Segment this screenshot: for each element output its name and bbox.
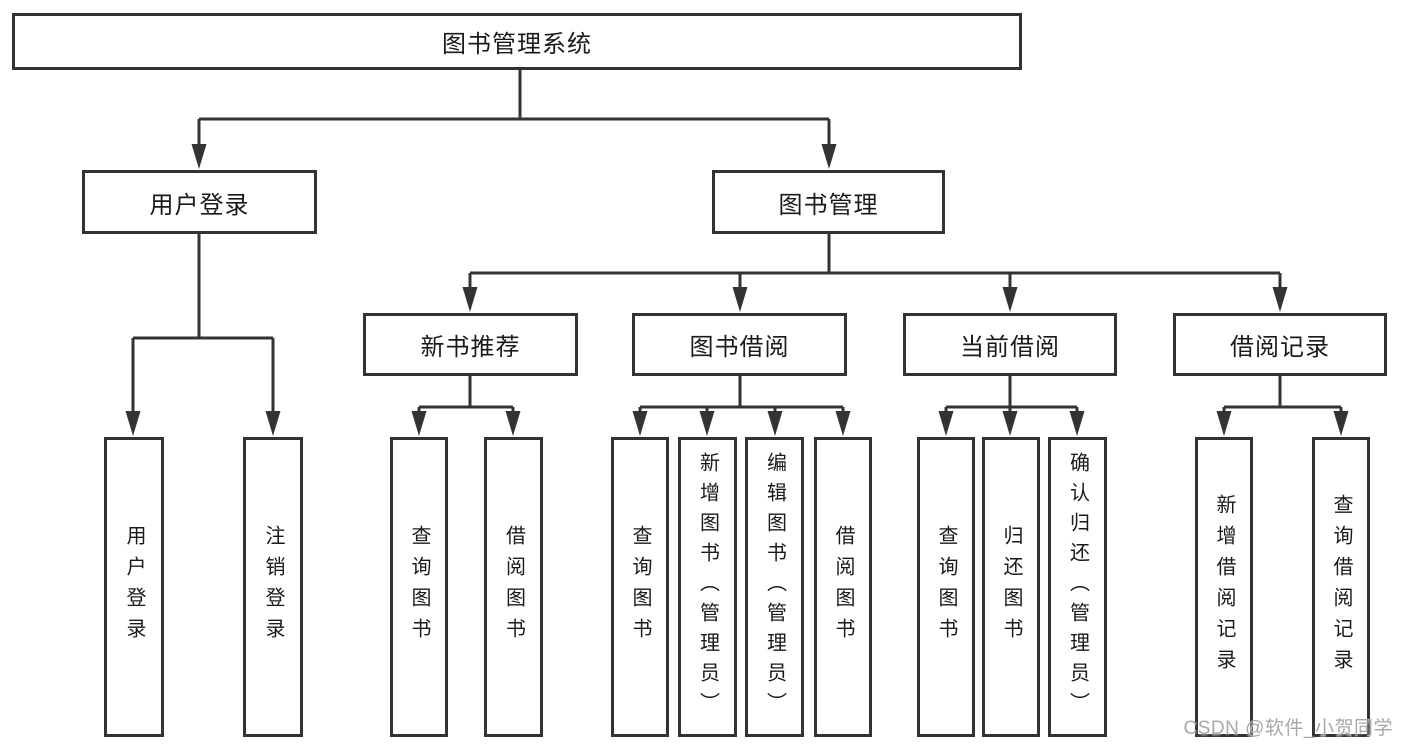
node-new-book-recommend: 新书推荐 [363,313,578,376]
leaf-logout-login: 注销登录 [243,437,303,737]
watermark: CSDN @软件_小贺同学 [1183,718,1393,739]
connector-borrow-records-children [1216,376,1349,436]
connector-current-borrow-children [938,376,1085,436]
leaf-label: 归还图书 [1000,525,1022,649]
leaf-label: 借阅图书 [832,525,854,649]
leaf-query-books-borrow: 查询图书 [611,437,669,737]
node-label: 新书推荐 [420,334,521,361]
node-label: 图书管理系统 [442,31,592,58]
connector-new-book-children [411,376,521,436]
leaf-add-books-admin: 新增图书（管理员） [678,437,737,737]
leaf-label: 注销登录 [262,525,284,649]
leaf-label: 查询图书 [935,525,957,649]
leaf-label: 查询图书 [629,525,651,649]
leaf-label: 借阅图书 [502,525,525,649]
leaf-add-borrow-record: 新增借阅记录 [1195,437,1253,737]
leaf-label: 新增图书（管理员） [696,452,719,722]
leaf-label: 查询图书 [408,525,430,649]
leaf-label: 查询借阅记录 [1330,494,1352,680]
leaf-query-books-current: 查询图书 [917,437,975,737]
connector-user-login-children [125,234,281,436]
leaf-label: 用户登录 [123,525,145,649]
node-label: 图书借阅 [689,334,790,361]
connector-book-borrow-children [632,376,851,436]
node-book-borrow: 图书借阅 [632,313,847,376]
leaf-label: 新增借阅记录 [1213,494,1235,680]
leaf-label: 确认归还（管理员） [1066,452,1089,722]
node-current-borrow: 当前借阅 [903,313,1117,376]
node-label: 用户登录 [149,191,250,219]
node-library-management-system: 图书管理系统 [12,13,1022,70]
leaf-edit-books-admin: 编辑图书（管理员） [745,437,804,737]
node-label: 当前借阅 [960,334,1060,361]
leaf-query-borrow-record: 查询借阅记录 [1312,437,1370,737]
connector-root-to-level2 [191,70,837,169]
leaf-borrow-books-recommend: 借阅图书 [484,437,543,737]
leaf-confirm-return-admin: 确认归还（管理员） [1048,437,1107,737]
node-user-login: 用户登录 [82,170,317,234]
leaf-borrow-books: 借阅图书 [814,437,872,737]
node-borrow-records: 借阅记录 [1173,313,1387,376]
node-book-management: 图书管理 [712,170,945,234]
node-label: 借阅记录 [1230,334,1330,361]
node-label: 图书管理 [778,191,879,219]
leaf-user-login: 用户登录 [104,437,164,737]
leaf-query-books-recommend: 查询图书 [390,437,448,737]
connector-book-management-to-level3 [462,234,1288,312]
leaf-return-books: 归还图书 [982,437,1040,737]
leaf-label: 编辑图书（管理员） [763,452,786,722]
